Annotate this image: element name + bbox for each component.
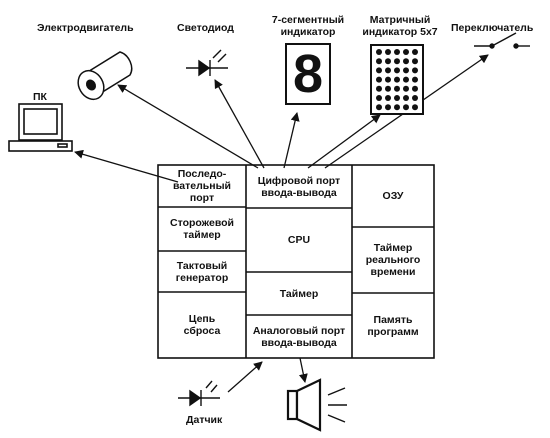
block-program-memory: Память программ [367,313,419,338]
matrix-dot [403,85,409,92]
sensor-label: Датчик [186,414,223,426]
matrix-dot [403,76,409,83]
matrix-icon [370,44,424,115]
seven-segment-label: 7-сегментный индикатор [271,14,345,38]
switch-icon [474,32,530,49]
matrix-dot [394,95,400,101]
mcu-block [157,164,435,359]
matrix-dot [385,85,391,92]
led-icon [186,49,228,77]
matrix-dot [412,95,418,101]
arrow-from-sensor [227,361,263,393]
matrix-dot [385,76,391,83]
arrow-to-speaker [298,357,308,383]
switch-label: Переключатель [451,22,534,34]
arrow-to-pc [74,149,179,183]
block-reset-circuit: Цепь сброса [183,313,221,337]
block-ram: ОЗУ [382,190,404,202]
matrix-dot [412,85,418,92]
matrix-label: Матричный индикатор 5x7 [362,14,438,38]
matrix-dot [412,58,418,65]
matrix-dot [394,67,400,74]
block-digital-io: Цифровой порт ввода-вывода [257,174,341,199]
motor-label: Электродвигатель [37,22,134,34]
matrix-dot [412,49,418,55]
matrix-dot [403,67,409,74]
matrix-dot [376,95,382,101]
matrix-dot [385,95,391,101]
seven-segment-icon [285,43,331,105]
motor-icon [77,51,133,101]
speaker-icon [286,378,347,432]
matrix-dot [403,49,409,55]
matrix-dot [376,85,382,92]
block-timer: Таймер [279,287,319,300]
matrix-dot [394,49,400,55]
matrix-dot [394,58,400,65]
matrix-dot [412,104,418,111]
matrix-dot [385,49,391,55]
matrix-dot [385,67,391,74]
matrix-dot [394,104,400,111]
matrix-dot [385,104,391,111]
arrow-to-7seg [283,112,300,169]
arrow-to-led [214,79,265,169]
seven-segment-digit: 8 [292,44,324,104]
sensor-icon [178,380,220,407]
matrix-dot [412,67,418,74]
connection-arrows [74,54,489,393]
block-analog-io: Аналоговый порт ввода-вывода [252,324,346,349]
block-clock-generator: Тактовый генератор [175,259,229,284]
pc-icon [8,103,73,152]
matrix-dot [403,58,409,65]
matrix-dot [394,85,400,92]
matrix-dot [376,49,382,55]
matrix-dot [403,95,409,101]
matrix-dot [376,104,382,111]
block-cpu: CPU [287,234,311,246]
matrix-dot [385,58,391,65]
matrix-dot [412,76,418,83]
block-rtc: Таймер реального времени [365,242,421,278]
matrix-dot [376,76,382,83]
arrow-to-motor [117,84,259,169]
block-serial-port: Последо- вательный порт [172,168,232,204]
matrix-dot [394,76,400,83]
matrix-dot [376,58,382,65]
led-label: Светодиод [177,22,234,34]
matrix-dot [403,104,409,111]
block-watchdog: Сторожевой таймер [169,217,235,241]
pc-label: ПК [33,91,47,103]
matrix-dot [376,67,382,74]
arrow-to-matrix [307,114,381,169]
matrix-dots [376,49,418,111]
